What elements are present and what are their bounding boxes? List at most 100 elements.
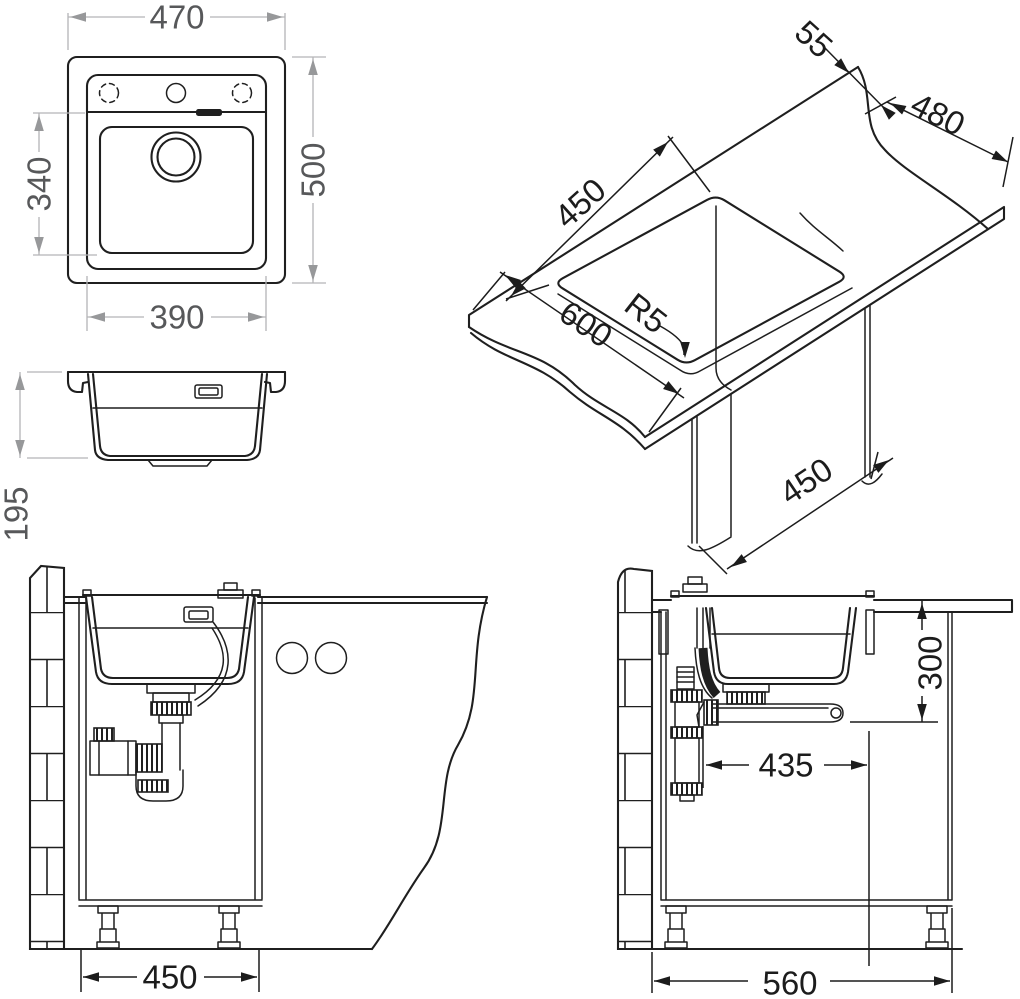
bowl-outer-side [704,606,858,686]
dim-corner-radius: R5 [618,285,690,358]
dim-top-height: 500 [292,56,332,284]
tee-inlet-nut [93,727,115,742]
wavy-break-left-top [467,325,647,439]
dim-bowl-width: 390 [86,276,267,336]
dim-outlet-height: 300 [850,601,949,723]
dim-label-340: 340 [21,156,58,211]
dim-label-435: 435 [758,747,813,784]
trap-band-bottom [670,782,703,796]
bowl-outline [98,125,255,255]
brick-wall-side [616,567,654,951]
waste-outlet-pipe [712,703,844,723]
bowl-outer-front [84,595,256,686]
bowl-wall-outer [86,372,269,462]
brick-wall-front [28,564,66,951]
sink-cutout [557,196,845,364]
dim-edge-gap: 55 [788,13,897,120]
trap-connector [696,701,705,728]
knockout-hole-right [314,641,348,675]
tap-hole-center [165,82,187,104]
isometric-view: 450 55 480 R5 600 450 [467,13,1014,575]
tap-hole-option-left [98,82,120,104]
waste-tee-detail [98,740,129,776]
cabinet-panel-edge-through-cutout [715,205,732,391]
top-view: 470 500 340 390 [21,0,332,336]
trap-riser-ribs [676,671,695,683]
tap-hole-option-right [231,82,253,104]
overflow-slot [196,109,222,116]
dim-label-600: 600 [553,293,619,354]
dim-label-480: 480 [905,85,971,143]
mounting-hook-right [263,370,287,394]
cabinet-right-panel [864,304,871,478]
dim-section-depth: 195 [0,371,88,542]
overflow-outer [194,384,223,399]
drain-outer [150,131,202,183]
strainer-nut [150,701,192,716]
install-front-view: 450 [28,564,489,996]
tailpipe [161,722,181,771]
bowl-inner-front [90,595,250,680]
dim-cutout-length: 480 [886,85,1014,188]
dim-top-width: 470 [67,0,286,50]
overflow-channel [698,647,721,699]
flange-lip-right [251,589,261,597]
left-panel-wavy [687,536,732,552]
overflow-standpipe [696,607,711,649]
wavy-break-worktop-front [370,595,489,951]
u-bend [135,769,184,802]
sink-rim [85,73,268,271]
flange-lip-front [865,590,875,598]
dim-cabinet-width: 450 [80,950,260,996]
dim-bowl-length: 340 [21,112,97,256]
dim-label-300: 300 [912,635,949,690]
worktop-front-edge [643,205,1006,451]
trap-body-upper [674,701,700,728]
dim-label-r5: R5 [618,285,674,340]
wavy-break-left-bottom [469,331,647,451]
cabinet-box-side [660,611,953,907]
trap-stub [679,794,695,802]
worktop-back-edge [467,65,860,329]
sink-outer-edge [66,55,287,285]
trap-band-mid [670,726,703,739]
tap-cap-side-base [682,583,708,593]
overflow-front-outer [183,606,214,623]
cabinet-feet-front [96,905,241,949]
bowl-wall-inner [91,372,264,458]
dim-outlet-offset: 435 [702,726,870,966]
p-trap-assembly [89,683,196,802]
strainer-nut-side [726,691,766,705]
dim-cutout-width: 450 [505,135,711,302]
flange-lip-back [670,590,680,598]
overflow-inner [198,387,219,396]
worktop-section-side [650,598,1014,614]
bowl-inner-side [710,606,852,680]
cutout-thickness-edge [557,287,853,375]
panel-wavy-through-cutout [799,212,844,252]
front-section-view: 195 [0,370,287,542]
dim-label-450-cabinet: 450 [773,450,839,511]
right-panel-wavy [861,473,883,485]
bottle-trap-assembly [670,666,844,802]
overflow-channel-wall [694,647,713,699]
dim-label-450-front: 450 [142,959,197,996]
cabinet-feet-side [664,905,949,949]
tap-cap-top [223,582,238,591]
overflow-front-inner [188,610,209,620]
outlet-end-nub [830,707,842,719]
drain-inner [156,137,196,177]
wavy-break-right [856,65,990,231]
u-bend-nut [137,779,169,793]
tailpiece-top [158,714,184,724]
trap-band-top [670,689,703,703]
dim-label-470: 470 [149,0,204,36]
worktop-section-front [62,595,489,605]
flange-lip-left [82,589,92,597]
mounting-bracket-back [658,609,669,655]
mounting-bracket-front [865,609,875,655]
dim-label-450-cutout: 450 [547,171,613,235]
dim-label-195: 195 [0,486,35,541]
